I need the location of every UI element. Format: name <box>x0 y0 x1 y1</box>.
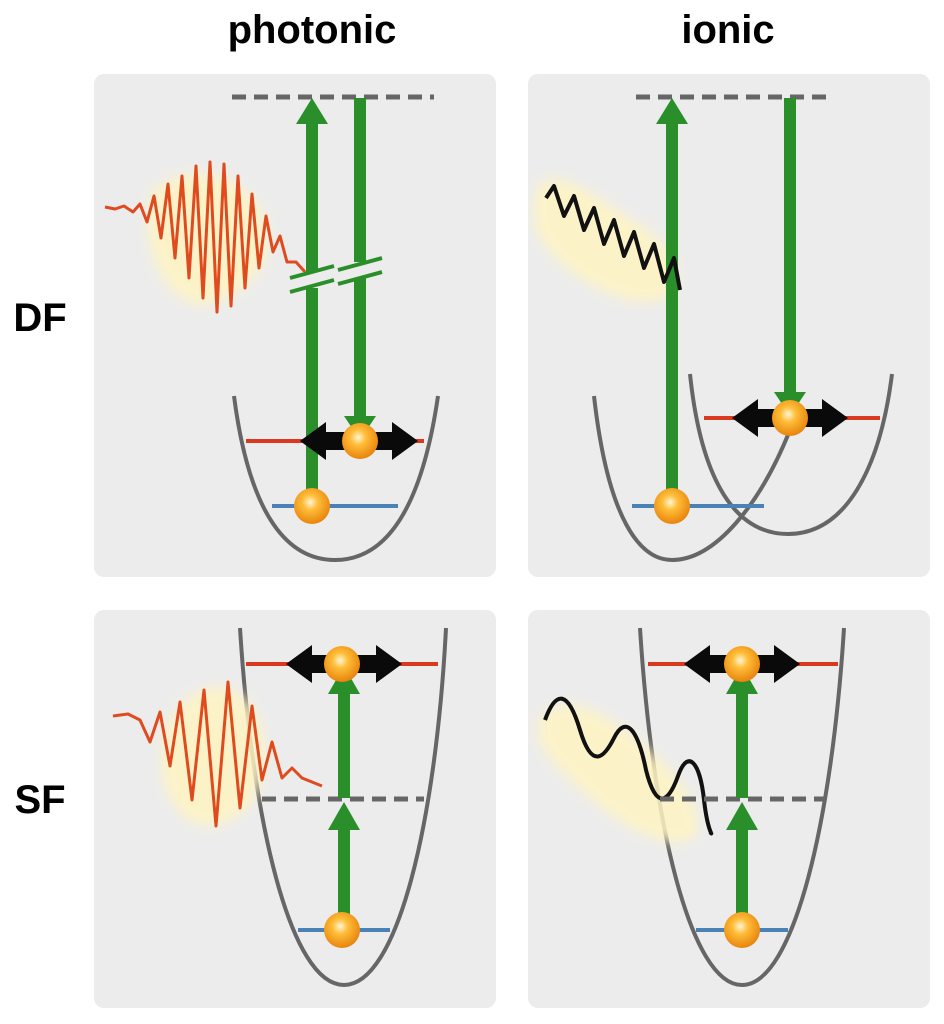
orange-ball-icon <box>654 488 690 524</box>
field-glow <box>537 704 699 843</box>
potential-curve <box>238 627 448 988</box>
row-label-df: DF <box>13 296 67 340</box>
break-mark <box>337 270 383 286</box>
orange-ball-icon <box>294 488 330 524</box>
orange-ball-icon <box>724 646 760 682</box>
green-up-arrow-icon <box>296 98 328 124</box>
green-up-arrow-icon <box>726 802 758 830</box>
panel-background <box>528 74 930 577</box>
orange-ball-icon <box>324 646 360 682</box>
panel-background <box>528 610 930 1008</box>
break-mark <box>289 278 335 294</box>
orange-ball-icon <box>324 912 360 948</box>
light-pulse-icon <box>112 680 323 828</box>
green-up-arrow-icon <box>328 802 360 830</box>
ir-field-icon <box>544 184 682 291</box>
light-pulse-icon <box>104 160 307 314</box>
ir-field-icon <box>543 696 714 836</box>
potential-curve-ion <box>688 373 894 537</box>
orange-ball-icon <box>772 400 808 436</box>
panel-df-photonic <box>94 74 496 577</box>
panel-df-ionic <box>528 74 930 577</box>
break-mark <box>289 264 335 280</box>
break-mark <box>337 256 383 272</box>
potential-curve-ground <box>592 395 792 563</box>
potential-curve <box>232 395 440 563</box>
pulse-glow <box>147 173 269 305</box>
panel-sf-photonic <box>94 610 496 1008</box>
column-label-photonic: photonic <box>227 8 397 52</box>
orange-ball-icon <box>342 423 378 459</box>
green-up-arrow-icon <box>656 98 688 124</box>
panel-sf-ionic <box>528 610 930 1008</box>
row-label-sf: SF <box>14 778 66 822</box>
column-label-ionic: ionic <box>681 8 775 52</box>
orange-ball-icon <box>724 912 760 948</box>
